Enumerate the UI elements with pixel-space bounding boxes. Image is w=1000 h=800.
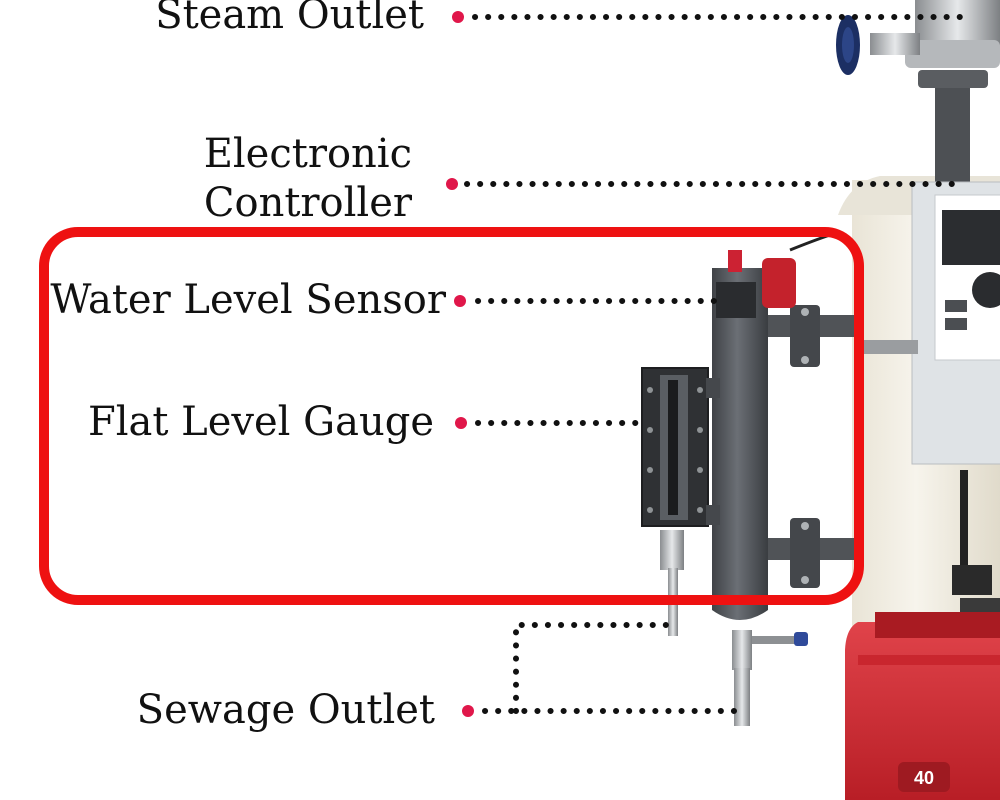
sewage-branch-leader [513,622,678,714]
water-level-sensor-label: Water Level Sensor [50,277,447,323]
highlight-frame [39,227,864,605]
leader-lines [464,14,963,714]
controller-marker [446,178,458,190]
burner: 40 [845,598,1000,800]
steam-pipe [870,0,1000,185]
marker-dots [446,11,474,717]
burner-badge: 40 [914,768,934,788]
valve-handwheel-icon [836,15,860,75]
sewage-outlet-label: Sewage Outlet [137,687,435,733]
level-column [712,233,855,726]
sensor-marker [454,295,466,307]
sewage-marker [462,705,474,717]
controller-label-line2: Controller [204,180,413,226]
gauge-marker [455,417,467,429]
controller-label-line1: Electronic [204,131,412,177]
steam-outlet-label: Steam Outlet [155,0,424,38]
steam-outlet-marker [452,11,464,23]
flat-level-gauge-label: Flat Level Gauge [88,399,434,445]
controller-cabinet [858,181,1000,595]
